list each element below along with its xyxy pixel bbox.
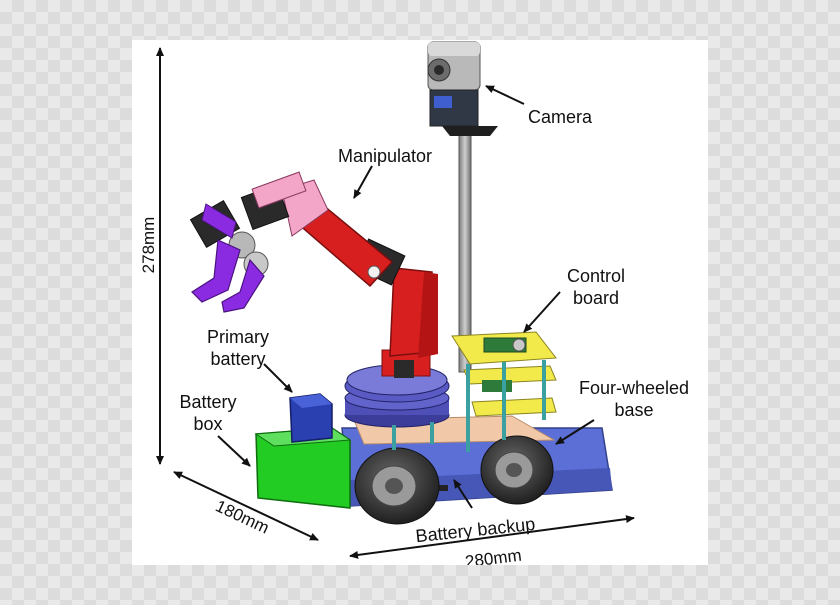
- primary-battery-label-line1: Primary: [207, 327, 269, 347]
- control-board-pointer: [523, 291, 561, 333]
- primary-battery-label-line2: battery: [210, 349, 265, 369]
- control-board-label-line1: Control: [567, 266, 625, 286]
- camera: [427, 41, 498, 136]
- primary-battery: [289, 393, 333, 443]
- dimension-height: 278mm: [139, 47, 164, 465]
- four-wheeled-base-label-line2: base: [614, 400, 653, 420]
- battery-box-pointer: [217, 435, 251, 467]
- manipulator-label: Manipulator: [338, 146, 432, 166]
- battery-backup-switch: [438, 485, 448, 491]
- diagram-card: 278mm 180mm 280mm: [132, 40, 708, 565]
- manipulator-arm: [189, 171, 438, 378]
- control-board-stack: [392, 331, 557, 452]
- four-wheeled-base-pointer: [555, 419, 595, 445]
- depth-label: 180mm: [213, 496, 272, 537]
- primary-battery-pointer: [263, 363, 293, 393]
- wheel-rear-right: [480, 435, 554, 505]
- manipulator-pointer: [353, 165, 373, 199]
- dimension-width: 280mm: [349, 515, 635, 565]
- camera-label: Camera: [528, 107, 593, 127]
- height-label: 278mm: [139, 217, 158, 274]
- battery-backup-pointer: [453, 479, 473, 509]
- four-wheeled-base-label-line1: Four-wheeled: [579, 378, 689, 398]
- battery-box-label-line1: Battery: [179, 392, 236, 412]
- control-board-label-line2: board: [573, 288, 619, 308]
- gripper: [191, 203, 269, 313]
- robot-diagram: 278mm 180mm 280mm: [139, 41, 689, 565]
- battery-box-label-line2: box: [193, 414, 222, 434]
- camera-pointer: [485, 85, 525, 105]
- wheel-rear-left: [354, 447, 440, 525]
- battery-backup-label: Battery backup: [415, 514, 537, 546]
- width-label: 280mm: [464, 546, 523, 565]
